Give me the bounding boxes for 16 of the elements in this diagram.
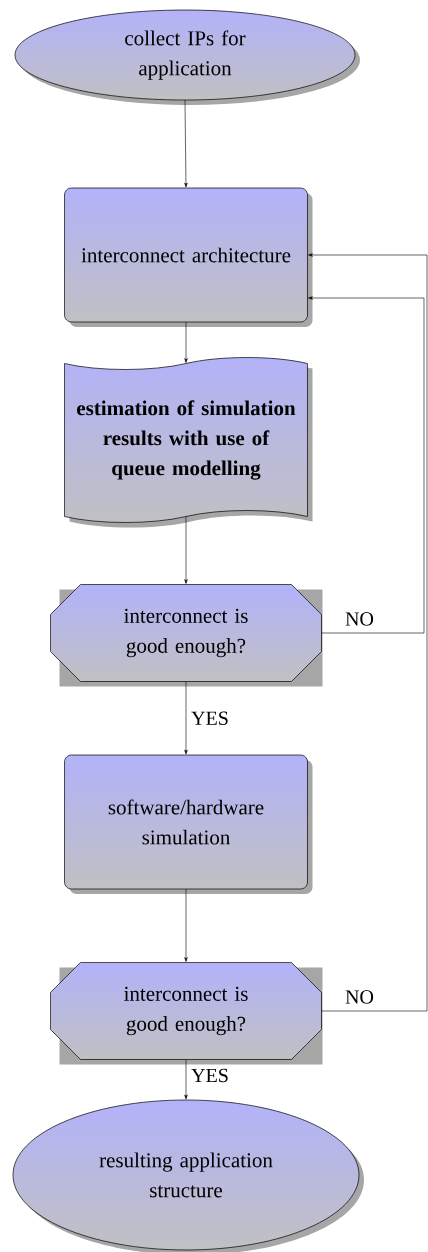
arrow	[184, 888, 188, 962]
arrow	[184, 1059, 188, 1100]
arrow	[184, 681, 188, 755]
process-box: interconnect architecture	[64, 187, 313, 327]
arrow	[184, 516, 188, 584]
process-box: software/hardware simulation	[64, 754, 313, 894]
arrow	[184, 321, 188, 363]
edge-label: NO	[344, 989, 375, 1005]
arrow	[184, 99, 188, 188]
edge-label: YES	[190, 1067, 230, 1084]
edge-label: NO	[344, 611, 375, 627]
arrow	[308, 296, 425, 634]
decision-octagon: interconnect is good enough?	[50, 584, 323, 687]
arrow	[308, 253, 428, 1012]
edge-label: YES	[190, 710, 230, 726]
decision-octagon: interconnect is good enough?	[50, 962, 323, 1065]
